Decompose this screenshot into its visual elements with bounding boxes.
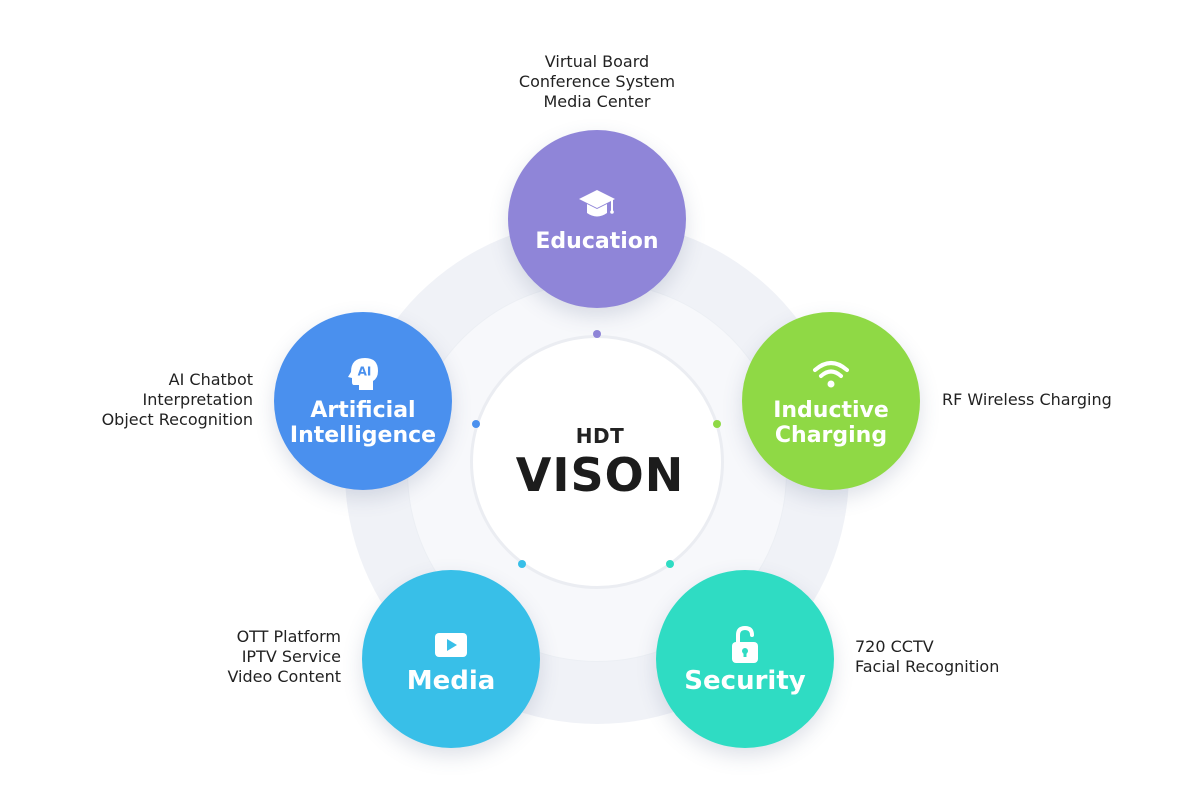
play-icon xyxy=(431,625,471,665)
graduation-cap-icon xyxy=(577,185,617,225)
education-item: Virtual Board xyxy=(544,52,650,71)
media-item: OTT Platform xyxy=(236,627,341,646)
connector-dot-education xyxy=(593,330,601,338)
education-item: Media Center xyxy=(543,92,651,111)
inductive-item: RF Wireless Charging xyxy=(942,390,1112,409)
wifi-icon xyxy=(811,354,851,394)
media-item: IPTV Service xyxy=(241,647,341,666)
ai-item: Interpretation xyxy=(142,390,253,409)
education-item: Conference System xyxy=(518,72,676,91)
ai-item: AI Chatbot xyxy=(168,370,253,389)
inductive-items: RF Wireless Charging xyxy=(942,390,1182,410)
center-subtitle: HDT xyxy=(575,424,625,448)
security-item: 720 CCTV xyxy=(855,637,934,656)
unlock-icon xyxy=(725,625,765,665)
connector-dot-ai xyxy=(472,420,480,428)
node-artificial-intelligence: AI Artificial Intelligence xyxy=(274,312,452,490)
ai-head-icon: AI xyxy=(343,354,383,394)
security-item: Facial Recognition xyxy=(855,657,1000,676)
center-title: VISON xyxy=(515,448,685,502)
node-media: Media xyxy=(362,570,540,748)
media-items: OTT Platform IPTV Service Video Content xyxy=(141,627,341,687)
media-item: Video Content xyxy=(227,667,341,686)
node-education: Education xyxy=(508,130,686,308)
node-education-label: Education xyxy=(535,228,659,254)
inner-ring xyxy=(470,335,724,589)
node-inductive-charging: Inductive Charging xyxy=(742,312,920,490)
connector-dot-inductive xyxy=(713,420,721,428)
node-security: Security xyxy=(656,570,834,748)
node-ai-label: Artificial Intelligence xyxy=(289,398,437,448)
education-items: Virtual Board Conference System Media Ce… xyxy=(497,52,697,112)
connector-dot-media xyxy=(518,560,526,568)
security-items: 720 CCTV Facial Recognition xyxy=(855,637,1095,677)
ai-items: AI Chatbot Interpretation Object Recogni… xyxy=(53,370,253,430)
ai-item: Object Recognition xyxy=(101,410,253,429)
node-security-label: Security xyxy=(684,665,806,696)
node-media-label: Media xyxy=(406,665,496,696)
ai-icon-text: AI xyxy=(358,365,372,379)
connector-dot-security xyxy=(666,560,674,568)
node-inductive-label: Inductive Charging xyxy=(773,398,889,448)
